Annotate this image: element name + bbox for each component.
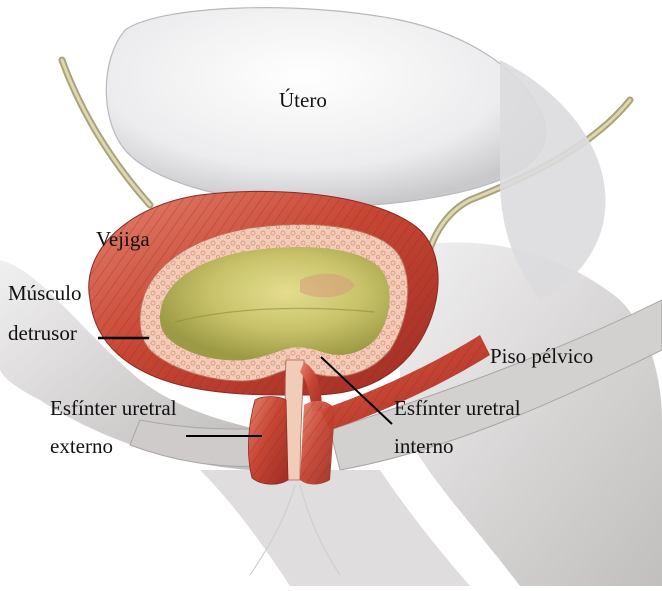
external-urethral-sphincter-fibers: [248, 397, 288, 485]
right-sphincter-fibers: [300, 401, 335, 485]
label-esfinter-externo-line1: Esfínter uretral: [50, 398, 177, 419]
label-piso-pelvico: Piso pélvico: [490, 346, 593, 367]
label-utero: Útero: [279, 90, 327, 111]
label-vejiga: Vejiga: [96, 229, 150, 250]
label-esfinter-interno-line2: interno: [394, 436, 453, 457]
label-musculo-detrusor-line1: Músculo: [8, 283, 82, 304]
label-esfinter-interno-line1: Esfínter uretral: [394, 398, 521, 419]
label-esfinter-externo-line2: externo: [50, 436, 113, 457]
pelvic-tissue-bottom: [200, 470, 470, 586]
label-musculo-detrusor-line2: detrusor: [8, 323, 77, 344]
